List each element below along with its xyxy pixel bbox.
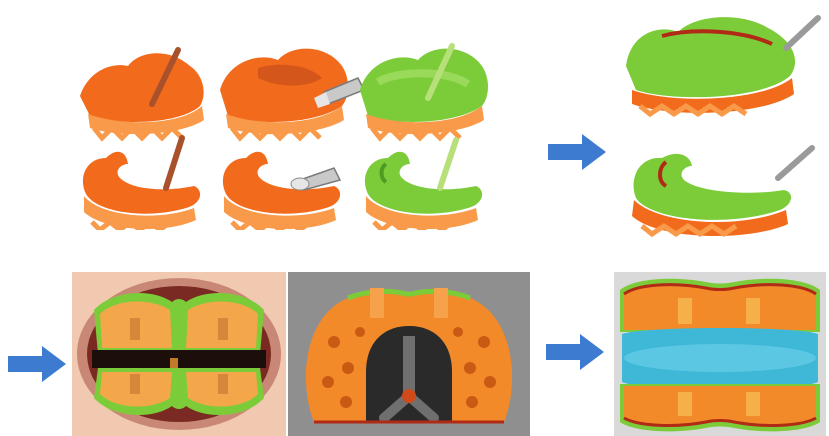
orange-bite-block-impression-top xyxy=(80,50,204,138)
step-grid xyxy=(70,30,510,230)
finished-blocks xyxy=(610,6,825,252)
carving-tool-icon xyxy=(166,138,182,188)
finished-lower-block xyxy=(632,148,812,236)
scraper-tool-icon xyxy=(786,18,818,48)
orange-bite-block-trimmed-top xyxy=(220,49,364,138)
arrow-right-bottom-right xyxy=(546,334,606,370)
green-coated-horseshoe-bottom xyxy=(365,140,482,230)
arrow-right-bottom-left xyxy=(8,346,68,382)
green-coated-bite-block-top xyxy=(360,46,488,138)
mouth-photo xyxy=(72,272,286,436)
orange-horseshoe-block-bottom xyxy=(83,138,200,230)
finished-upper-block xyxy=(626,17,818,114)
arrow-right-top xyxy=(548,134,608,170)
applicator-tool-icon xyxy=(440,140,456,188)
cad-render xyxy=(288,272,530,436)
assembled-mouthpiece xyxy=(614,272,826,436)
orange-horseshoe-trimmed-bottom xyxy=(223,152,340,230)
scraper-tool-icon xyxy=(778,148,812,178)
